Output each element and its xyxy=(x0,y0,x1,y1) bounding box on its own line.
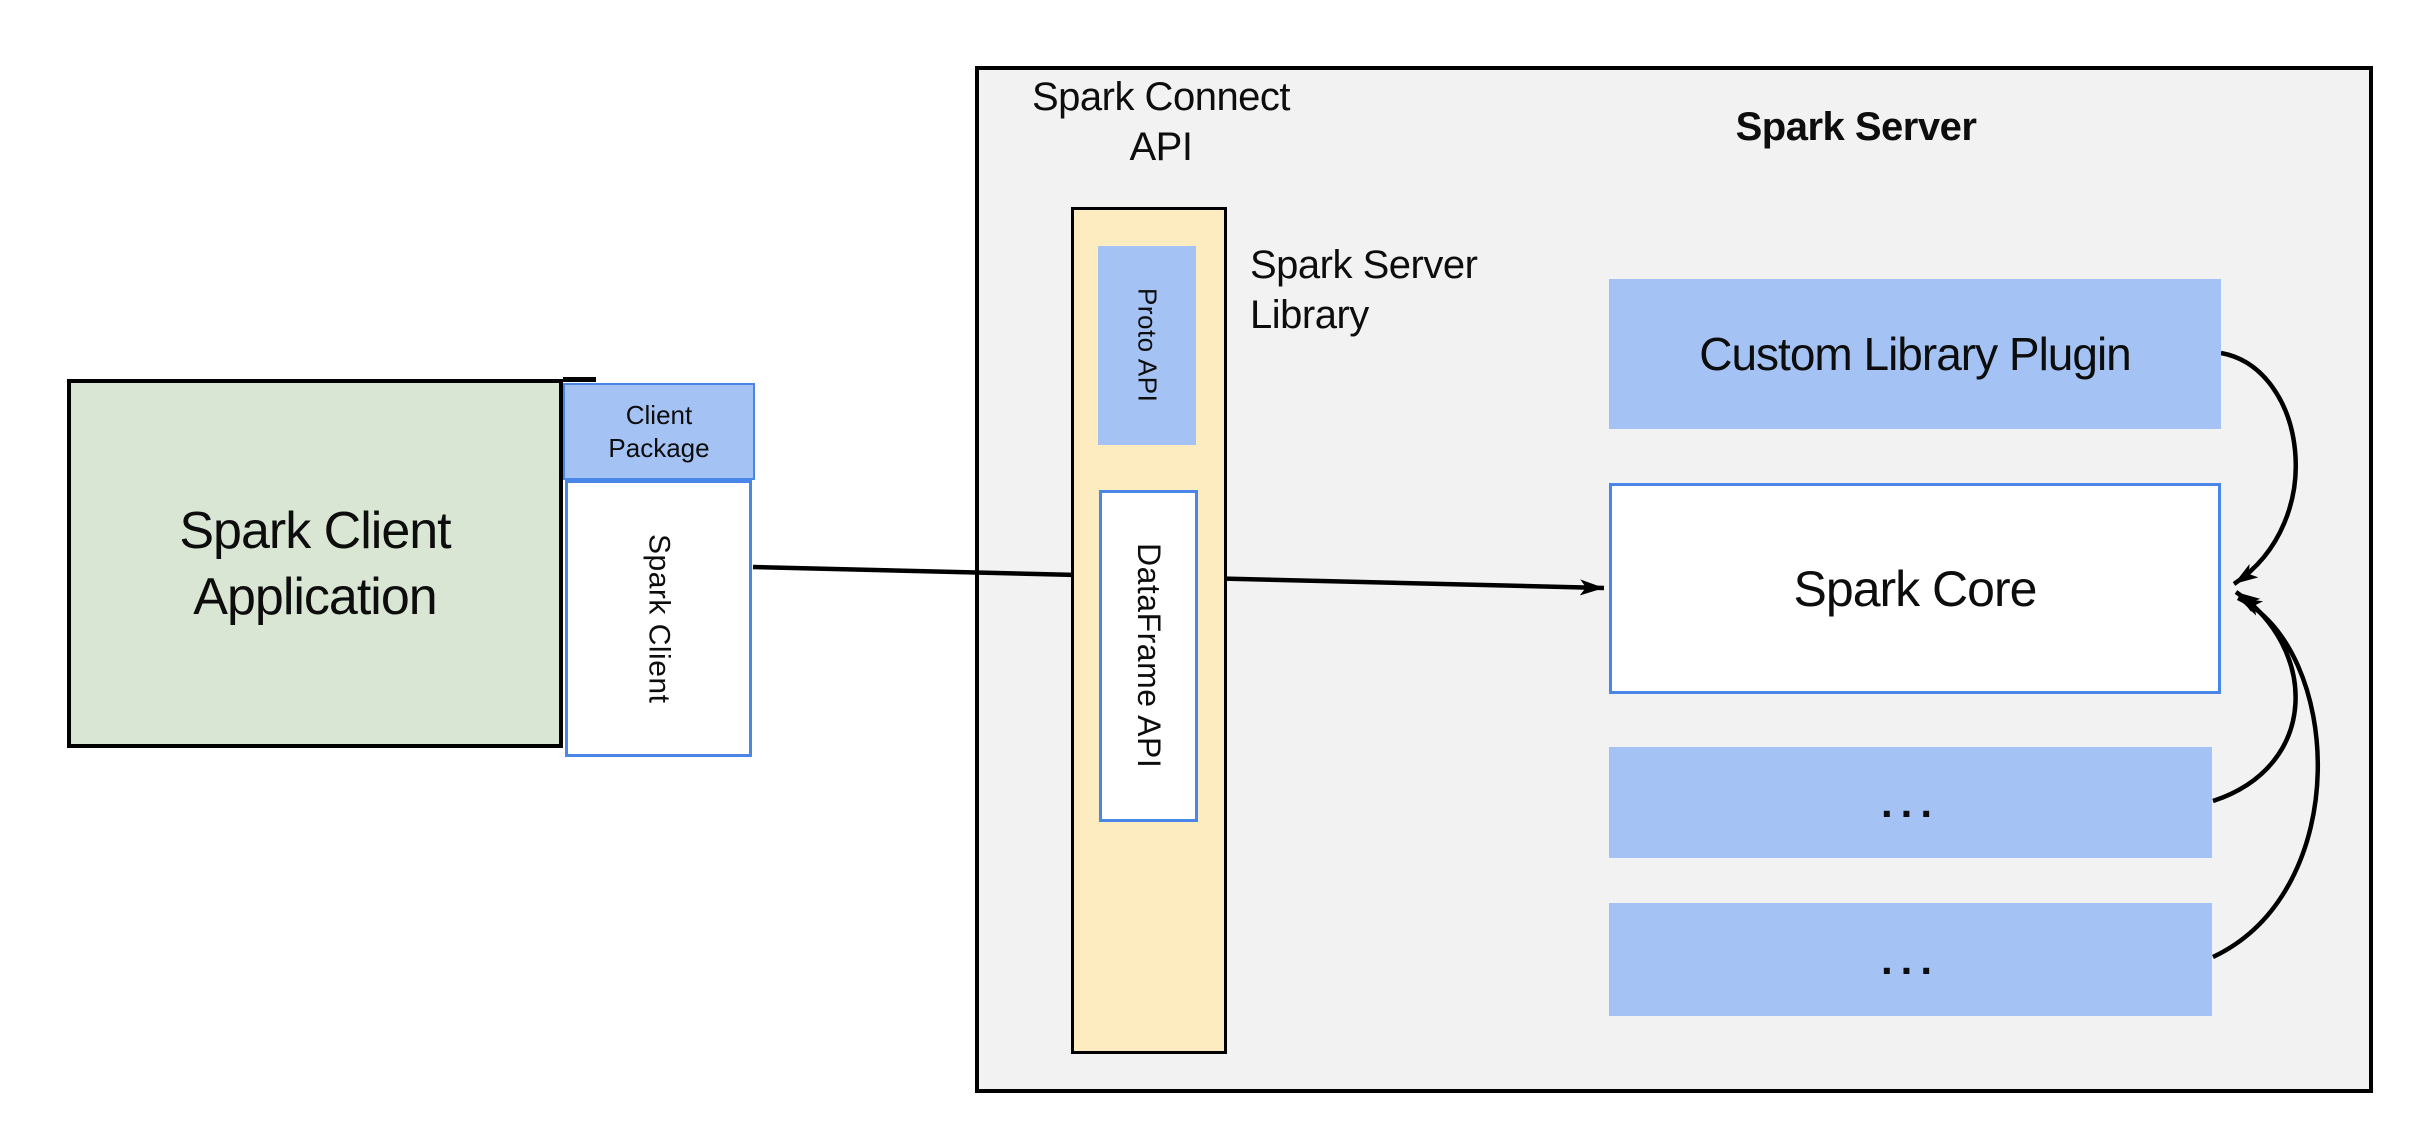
custom-library-plugin-box: Custom Library Plugin xyxy=(1609,279,2221,429)
spark-client-box: Spark Client xyxy=(565,480,752,757)
custom-library-plugin-label: Custom Library Plugin xyxy=(1699,328,2132,380)
spark-core-box: Spark Core xyxy=(1609,483,2221,694)
spark-client-label: Spark Client xyxy=(642,533,676,704)
client-box-border-stub xyxy=(563,377,596,382)
spark-core-label: Spark Core xyxy=(1793,560,2038,617)
dataframe-api-box: DataFrame API xyxy=(1099,490,1198,822)
ellipsis-label-2: ... xyxy=(1880,935,1940,983)
spark-client-application-box: Spark Client Application xyxy=(67,379,563,748)
ellipsis-label-1: ... xyxy=(1880,778,1940,826)
spark-server-title: Spark Server xyxy=(1735,105,1977,149)
server-module-placeholder-box-1: ... xyxy=(1609,747,2212,858)
spark-client-application-label: Spark Client Application xyxy=(179,501,451,626)
dataframe-api-label: DataFrame API xyxy=(1131,543,1167,769)
proto-api-label: Proto API xyxy=(1132,288,1163,403)
proto-api-box: Proto API xyxy=(1098,246,1196,445)
server-module-placeholder-box-2: ... xyxy=(1609,903,2212,1016)
